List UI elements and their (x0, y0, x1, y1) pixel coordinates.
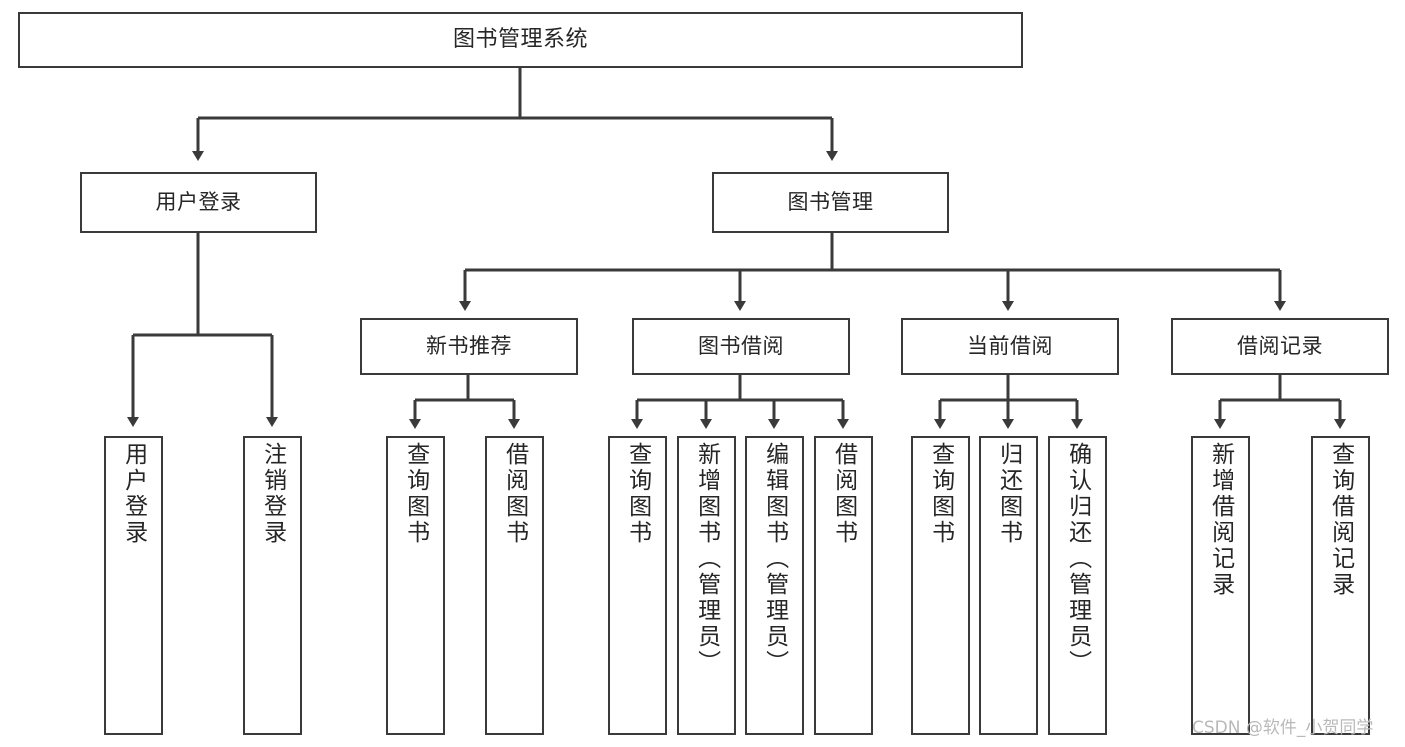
node-current-borrow[interactable]: 当前借阅 (901, 318, 1119, 375)
node-leaf-add-book[interactable]: 新增图书（管理员） (677, 436, 736, 735)
node-leaf-edit-book-label: 编辑图书（管理员） (761, 442, 788, 676)
node-root[interactable]: 图书管理系统 (18, 12, 1023, 68)
node-current-borrow-label: 当前借阅 (967, 334, 1053, 359)
node-leaf-user-login-label: 用户登录 (120, 442, 147, 546)
node-leaf-query-book-rec[interactable]: 查询图书 (386, 436, 445, 735)
node-borrow-record[interactable]: 借阅记录 (1171, 318, 1389, 375)
node-leaf-borrow-book[interactable]: 借阅图书 (814, 436, 873, 735)
node-leaf-add-record-label: 新增借阅记录 (1207, 442, 1234, 598)
node-borrow-record-label: 借阅记录 (1237, 334, 1323, 359)
node-leaf-query-record-label: 查询借阅记录 (1327, 442, 1354, 598)
node-book-borrow[interactable]: 图书借阅 (632, 318, 850, 375)
node-leaf-query-book-borrow[interactable]: 查询图书 (608, 436, 667, 735)
node-book-manage-label: 图书管理 (787, 190, 874, 215)
node-leaf-return-book-label: 归还图书 (995, 442, 1022, 546)
node-leaf-query-book-rec-label: 查询图书 (402, 442, 429, 546)
node-leaf-logout-label: 注销登录 (259, 442, 286, 546)
node-book-borrow-label: 图书借阅 (698, 334, 784, 359)
node-book-manage[interactable]: 图书管理 (712, 172, 949, 233)
node-new-book-rec-label: 新书推荐 (426, 334, 512, 359)
node-leaf-confirm-return[interactable]: 确认归还（管理员） (1048, 436, 1107, 735)
node-user-login[interactable]: 用户登录 (80, 172, 317, 233)
node-leaf-confirm-return-label: 确认归还（管理员） (1064, 442, 1091, 676)
node-leaf-query-record[interactable]: 查询借阅记录 (1311, 436, 1370, 735)
node-leaf-add-record[interactable]: 新增借阅记录 (1191, 436, 1250, 735)
node-leaf-borrow-book-label: 借阅图书 (830, 442, 857, 546)
node-leaf-borrow-book-rec[interactable]: 借阅图书 (485, 436, 544, 735)
node-leaf-query-book-cur[interactable]: 查询图书 (911, 436, 970, 735)
node-leaf-query-book-cur-label: 查询图书 (927, 442, 954, 546)
node-root-label: 图书管理系统 (452, 27, 588, 53)
node-user-login-label: 用户登录 (155, 190, 242, 215)
node-leaf-add-book-label: 新增图书（管理员） (693, 442, 720, 676)
node-new-book-rec[interactable]: 新书推荐 (360, 318, 578, 375)
node-leaf-logout[interactable]: 注销登录 (243, 436, 302, 735)
node-leaf-return-book[interactable]: 归还图书 (979, 436, 1038, 735)
node-leaf-query-book-borrow-label: 查询图书 (624, 442, 651, 546)
node-leaf-user-login[interactable]: 用户登录 (104, 436, 163, 735)
node-leaf-borrow-book-rec-label: 借阅图书 (501, 442, 528, 546)
node-leaf-edit-book[interactable]: 编辑图书（管理员） (745, 436, 804, 735)
